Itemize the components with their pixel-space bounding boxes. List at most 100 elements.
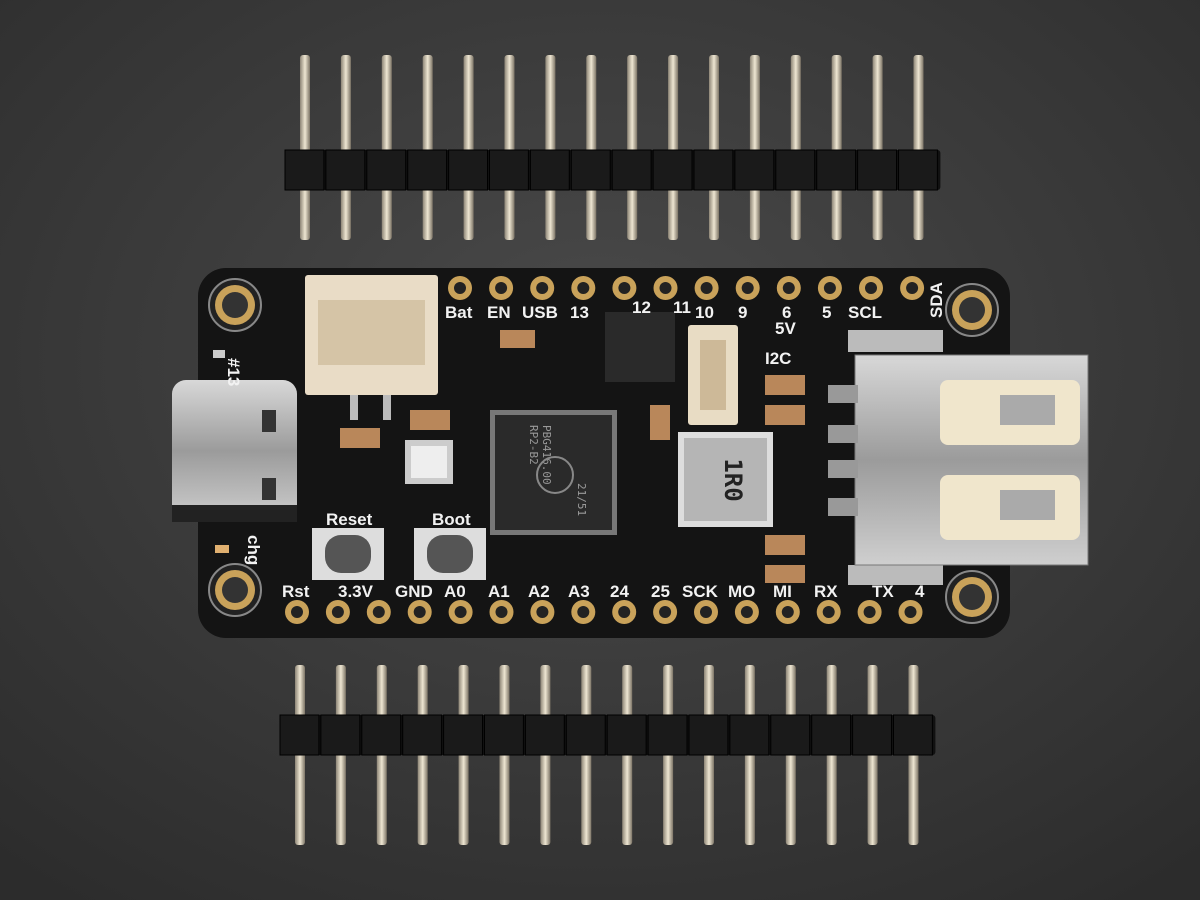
header-segment [611, 149, 652, 191]
label-reset: Reset [326, 510, 373, 529]
header-segment [688, 714, 729, 756]
chip-marking-3: 21/51 [575, 483, 588, 516]
label-i2c: I2C [765, 349, 791, 368]
header-segment [361, 714, 402, 756]
feather-board: RP2-B2 PBG416.00 21/51 1R0 [172, 268, 1089, 638]
header-pin [586, 55, 597, 240]
smd-components [340, 330, 805, 583]
pin-label-9: 9 [738, 303, 747, 322]
header-segment [652, 149, 693, 191]
pin-label-en: EN [487, 303, 511, 322]
inductor: 1R0 [678, 432, 773, 527]
header-pin [340, 55, 351, 240]
led-13 [213, 350, 225, 358]
header-segment [729, 714, 770, 756]
header-segment [325, 149, 366, 191]
rp2040-chip: RP2-B2 PBG416.00 21/51 [490, 410, 617, 535]
pin-label-a2: A2 [528, 582, 550, 601]
pin-label-mi: MI [773, 582, 792, 601]
header-pin [831, 55, 842, 240]
header-segment [898, 149, 938, 191]
pin-label-bat: Bat [445, 303, 473, 322]
header-pin [913, 55, 924, 240]
pin-label-11: 11 [673, 298, 691, 317]
label-boot: Boot [432, 510, 471, 529]
flash-chip [605, 312, 675, 382]
header-segment [284, 149, 325, 191]
jst-battery-connector [305, 275, 438, 420]
pin-header-top [284, 55, 941, 240]
pin-label-mo: MO [728, 582, 755, 601]
header-segment [893, 714, 933, 756]
pin-label-13: 13 [570, 303, 589, 322]
usb-c-connector [172, 380, 297, 522]
pin-label-12: 12 [632, 298, 651, 317]
header-pin [381, 55, 392, 240]
pin-label-gnd: GND [395, 582, 433, 601]
header-pin [504, 55, 515, 240]
pin-label-a3: A3 [568, 582, 590, 601]
header-pin [422, 55, 433, 240]
pin-label-usb: USB [522, 303, 558, 322]
pin-label-scl: SCL [848, 303, 882, 322]
pin-label-33v: 3.3V [338, 582, 374, 601]
pin-label-5: 5 [822, 303, 831, 322]
header-segment [857, 149, 897, 191]
header-segment [693, 149, 734, 191]
raspberry-pi-logo [536, 456, 574, 494]
header-pin [627, 55, 638, 240]
header-segment [565, 714, 606, 756]
header-pin [545, 55, 556, 240]
header-pin [790, 55, 801, 240]
pin-label-24: 24 [610, 582, 629, 601]
header-pin [463, 55, 474, 240]
header-pin [709, 55, 719, 240]
header-segment [320, 714, 361, 756]
header-segment [448, 149, 489, 191]
pin-label-rx: RX [814, 582, 838, 601]
header-segment [606, 714, 647, 756]
chip-marking-2: PBG416.00 [540, 425, 553, 485]
header-segment [366, 149, 407, 191]
pin-label-tx: TX [872, 582, 894, 601]
header-segment [647, 714, 688, 756]
label-chg: chg [244, 535, 263, 565]
header-segment [852, 714, 892, 756]
label-5v: 5V [775, 319, 796, 338]
header-segment [811, 714, 852, 756]
pin-label-10: 10 [695, 303, 714, 322]
pin-header-bottom [279, 665, 936, 845]
header-segment [775, 149, 816, 191]
charge-led [215, 545, 229, 553]
pin-label-sck: SCK [682, 582, 719, 601]
boot-button[interactable] [414, 528, 486, 580]
pin-label-6: 6 [782, 303, 791, 322]
header-segment [402, 714, 443, 756]
header-segment [407, 149, 448, 191]
reset-button[interactable] [312, 528, 384, 580]
chip-marking-1: RP2-B2 [527, 425, 540, 465]
header-pin [668, 55, 679, 240]
header-segment [484, 714, 524, 756]
pin-label-a1: A1 [488, 582, 510, 601]
inductor-marking: 1R0 [719, 458, 747, 501]
header-segment [770, 714, 811, 756]
pin-label-rst: Rst [282, 582, 310, 601]
header-segment [443, 714, 484, 756]
pin-label-25: 25 [651, 582, 670, 601]
stemma-qt-connector [688, 325, 738, 425]
header-segment [524, 714, 565, 756]
usb-a-connector [828, 330, 1089, 585]
header-pin [300, 55, 310, 240]
pin-label-sda: SDA [927, 282, 946, 318]
header-segment [570, 149, 611, 191]
pin-label-4: 4 [915, 582, 925, 601]
header-segment [734, 149, 775, 191]
header-segment [489, 149, 529, 191]
pin-label-a0: A0 [444, 582, 466, 601]
header-segment [529, 149, 570, 191]
header-pin [872, 55, 883, 240]
header-segment [816, 149, 857, 191]
header-pin [749, 55, 760, 240]
